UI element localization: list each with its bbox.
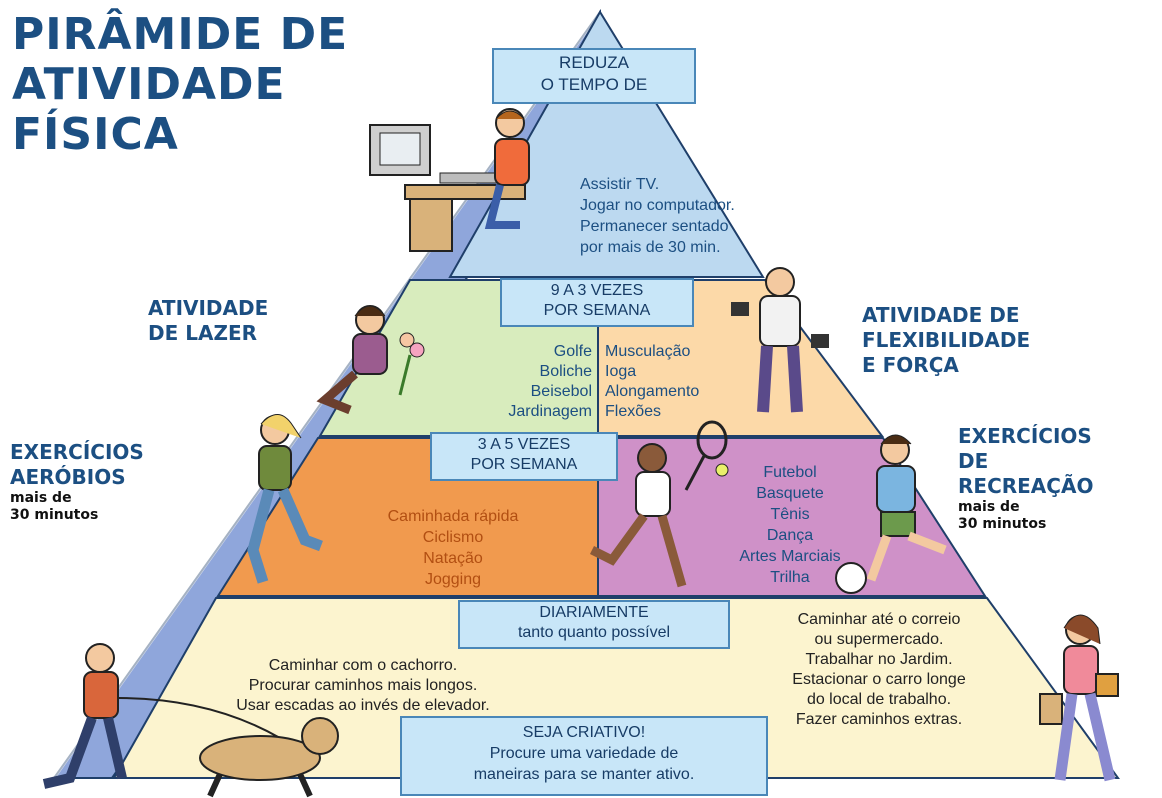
level-2-right-item: Trilha [770,569,810,586]
level-2-left-label-line-3: mais de [10,490,72,506]
level-1-right-item: do local de trabalho. [806,691,952,708]
level-2-right-label-line-5: 30 minutos [958,516,1047,532]
level-2-left-label-line-2: AERÓBIOS [10,465,126,489]
top-level-box-line-2: O TEMPO DE [540,75,648,94]
level-1-right-item: ou supermercado. [814,631,944,648]
level-3-left-item: Boliche [539,363,592,380]
title-line-2: ATIVIDADE [12,59,286,110]
level-2-left-item: Natação [423,550,483,567]
level-3-left-item: Jardinagem [508,403,592,420]
level-1-right-item: Estacionar o carro longe [792,671,966,688]
level-2-right-item: Artes Marciais [739,548,841,565]
level-3-right-label-line-1: ATIVIDADE DE [862,303,1020,327]
level-2-left-items: Caminhada rápida Ciclismo Natação Joggin… [348,506,558,590]
jogger-illustration [247,414,323,584]
level-2-box: 3 A 5 VEZES POR SEMANA [430,432,618,481]
level-3-right-label-line-3: E FORÇA [862,353,959,377]
tennis-player-illustration [589,420,729,588]
level-3-box-line-1: 9 A 3 VEZES [550,282,644,299]
level-3-right-item: Ioga [605,363,637,380]
level-2-left-label: EXERCÍCIOS AERÓBIOS mais de 30 minutos [10,440,144,524]
level-3-right-item: Flexões [605,403,662,420]
level-2-right-label-line-3: RECREAÇÃO [958,474,1094,498]
level-2-left-item: Ciclismo [422,529,484,546]
level-1-right-item: Fazer caminhos extras. [795,711,963,728]
top-level-item: Assistir TV. [580,176,660,193]
footer-box-line-3: maneiras para se manter ativo. [473,766,695,783]
soccer-player-illustration [835,434,947,594]
top-level-items: Assistir TV. Jogar no computador. Perman… [580,174,735,258]
level-3-right-items: Musculação Ioga Alongamento Flexões [605,342,699,422]
level-2-left-item: Jogging [424,571,482,588]
level-3-left-item: Beisebol [530,383,592,400]
top-level-box: REDUZA O TEMPO DE [492,48,696,104]
level-3-left-label-line-1: ATIVIDADE [148,296,269,320]
weightlifter-illustration [731,267,829,413]
level-2-right-item: Dança [766,527,814,544]
footer-box-line-2: Procure uma variedade de [489,745,679,762]
level-1-left-item: Usar escadas ao invés de elevador. [236,697,490,714]
level-3-right-label: ATIVIDADE DE FLEXIBILIDADE E FORÇA [862,303,1030,378]
level-3-box-line-2: POR SEMANA [543,302,651,319]
level-2-right-label-line-2: DE [958,449,989,473]
title-line-1: PIRÂMIDE DE [12,9,349,60]
footer-box: SEJA CRIATIVO! Procure uma variedade de … [400,716,768,796]
shopper-illustration [1039,614,1119,782]
dog-walker-illustration [42,643,339,798]
level-2-right-label-line-1: EXERCÍCIOS [958,424,1092,448]
footer-box-line-1: SEJA CRIATIVO! [522,724,646,741]
level-2-right-label-line-4: mais de [958,499,1020,515]
level-3-left-items: Golfe Boliche Beisebol Jardinagem [440,342,592,422]
level-1-box: DIARIAMENTE tanto quanto possível [458,600,730,649]
level-1-box-line-2: tanto quanto possível [517,624,671,641]
level-1-left-item: Caminhar com o cachorro. [268,657,458,674]
level-1-box-line-1: DIARIAMENTE [539,604,649,621]
level-2-box-line-1: 3 A 5 VEZES [477,436,571,453]
level-3-left-label-line-2: DE LAZER [148,321,258,345]
top-level-box-line-1: REDUZA [559,53,629,72]
level-3-box: 9 A 3 VEZES POR SEMANA [500,278,694,327]
level-3-right-item: Musculação [605,343,691,360]
level-2-right-item: Futebol [763,464,817,481]
level-1-right-item: Trabalhar no Jardim. [805,651,953,668]
level-3-right-item: Alongamento [605,383,700,400]
level-2-right-item: Basquete [756,485,824,502]
top-level-item: Jogar no computador. [580,197,735,214]
level-1-left-item: Procurar caminhos mais longos. [248,677,478,694]
level-3-left-item: Golfe [553,343,592,360]
level-1-right-items: Caminhar até o correio ou supermercado. … [734,610,1024,730]
level-1-panel [112,597,1120,779]
level-1-left-items: Caminhar com o cachorro. Procurar caminh… [158,656,568,716]
title-line-3: FÍSICA [12,109,179,160]
level-2-left-item: Caminhada rápida [387,508,519,525]
level-2-right-item: Tênis [770,506,810,523]
level-2-left-label-line-1: EXERCÍCIOS [10,440,144,464]
level-2-box-line-2: POR SEMANA [470,456,578,473]
top-level-item: por mais de 30 min. [580,239,721,256]
level-3-right-label-line-2: FLEXIBILIDADE [862,328,1031,352]
level-2-left-label-line-4: 30 minutos [10,507,99,523]
level-2-right-label: EXERCÍCIOS DE RECREAÇÃO mais de 30 minut… [958,424,1093,533]
computer-user-illustration [369,108,530,252]
gardener-illustration [316,305,425,415]
level-3-left-label: ATIVIDADE DE LAZER [148,296,268,346]
top-level-item: Permanecer sentado [580,218,729,235]
level-2-right-items: Futebol Basquete Tênis Dança Artes Marci… [702,462,878,588]
level-1-right-item: Caminhar até o correio [797,611,961,628]
page-title: PIRÂMIDE DE ATIVIDADE FÍSICA [12,10,348,160]
